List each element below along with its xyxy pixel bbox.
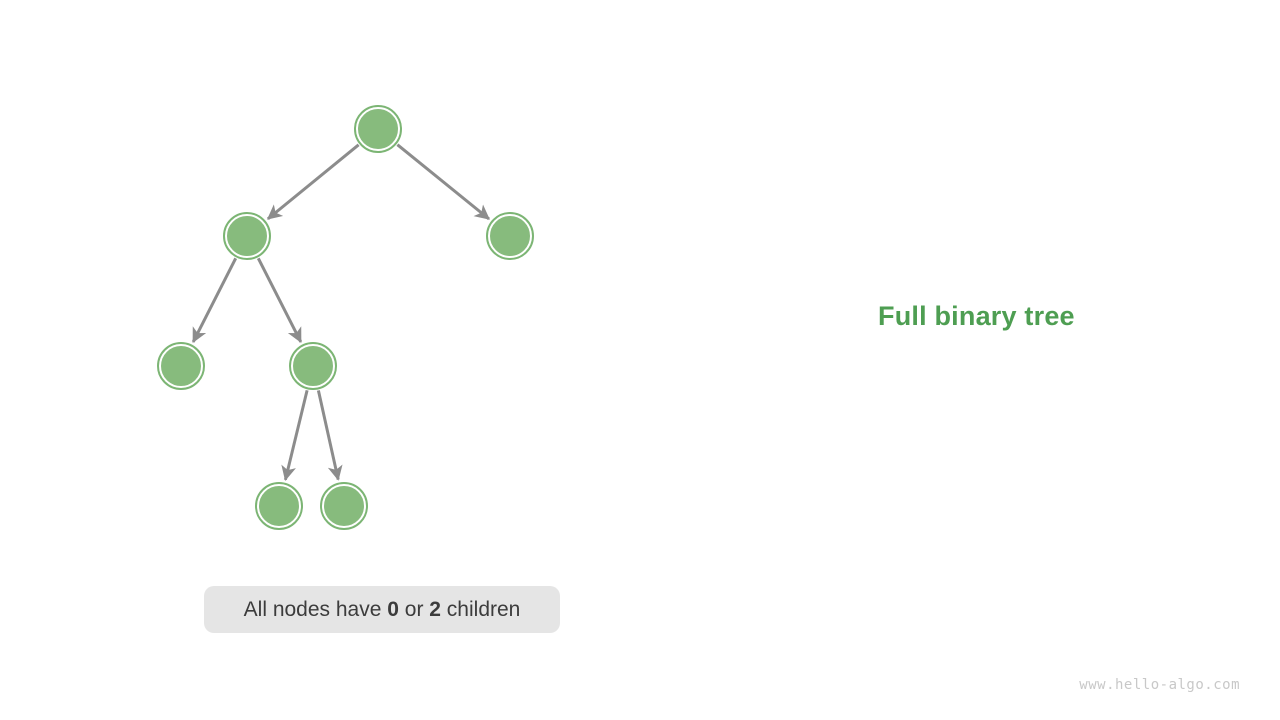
tree-edges [191, 143, 490, 481]
caption-text-prefix: All nodes have [243, 597, 388, 621]
tree-edge-root-right [396, 143, 490, 221]
tree-edge-root-left [266, 143, 360, 221]
tree-node-left [223, 212, 271, 260]
tree-edge-left-left-right [256, 257, 303, 343]
tree-edge-left-right-lr-left [281, 389, 309, 481]
watermark: www.hello-algo.com [1079, 677, 1240, 693]
tree-node-left-right [289, 342, 337, 390]
diagram-title: Full binary tree [878, 301, 1075, 331]
caption-bold-two: 2 [429, 597, 441, 621]
tree-edge-left-right-lr-right [316, 390, 343, 481]
tree-node-root [354, 105, 402, 153]
tree-node-lr-left [255, 482, 303, 530]
tree-node-lr-right [320, 482, 368, 530]
caption-text-middle: or [398, 597, 430, 621]
tree-node-left-left [157, 342, 205, 390]
tree-edge-left-left-left [191, 257, 238, 343]
tree-nodes [157, 105, 534, 530]
tree-node-right [486, 212, 534, 260]
caption-bold-zero: 0 [387, 597, 399, 621]
caption-pill: All nodes have 0 or 2 children [204, 586, 560, 633]
caption-text-suffix: children [440, 597, 521, 621]
